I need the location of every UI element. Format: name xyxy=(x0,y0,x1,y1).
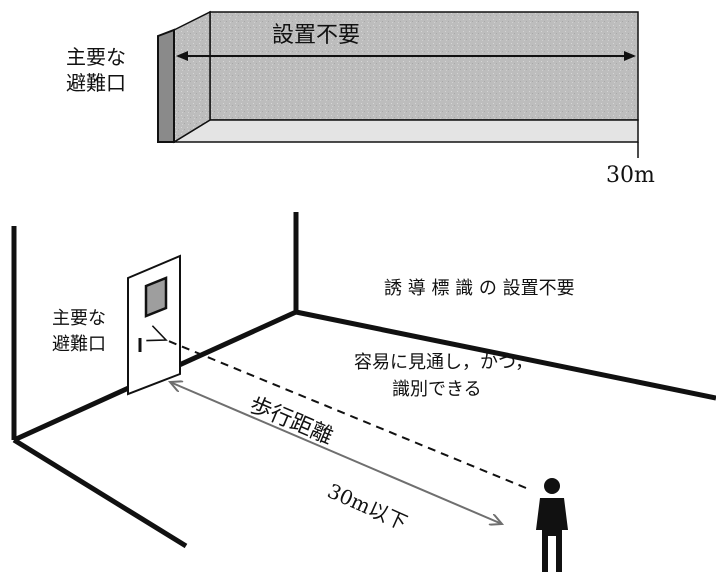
top-span-label: 設置不要 xyxy=(272,23,360,48)
walk-distance-arrow xyxy=(170,382,502,524)
bottom-room-diagram: 誘 導 標 識 の 設置不要 主要な 避難口 容易に見通し，かつ， 識別できる … xyxy=(11,212,716,572)
person-icon xyxy=(536,478,568,572)
room-floor-right-edge xyxy=(295,309,716,401)
bottom-exit-label-1: 主要な xyxy=(52,308,106,329)
exit-door xyxy=(127,254,181,396)
line-of-sight-dashed xyxy=(146,325,527,489)
walk-distance-label: 歩行距離 xyxy=(246,393,337,450)
exit-wall-panel xyxy=(157,28,175,143)
room-floor-left-edge xyxy=(12,437,188,549)
top-distance-label: 30m xyxy=(606,163,655,188)
top-corridor-diagram: 設置不要 主要な 避難口 30m xyxy=(66,10,655,188)
door-window-icon xyxy=(144,276,168,318)
limit-label: 30m以下 xyxy=(324,479,411,535)
condition-label-2: 識別できる xyxy=(392,379,482,400)
corridor-side-wall xyxy=(173,10,211,144)
corridor-floor xyxy=(171,119,639,143)
bottom-heading: 誘 導 標 識 の 設置不要 xyxy=(384,278,575,299)
bottom-exit-label-2: 避難口 xyxy=(52,334,106,355)
condition-label-1: 容易に見通し，かつ， xyxy=(354,352,533,373)
top-exit-label-2: 避難口 xyxy=(66,71,126,95)
top-exit-label-1: 主要な xyxy=(66,45,126,69)
